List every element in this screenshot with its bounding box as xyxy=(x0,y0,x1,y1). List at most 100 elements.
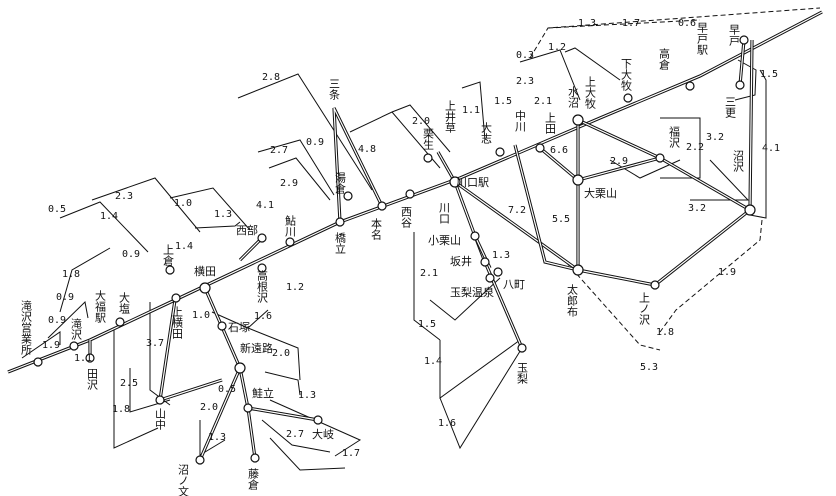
distance-label: 2.8 xyxy=(262,72,280,83)
station-shinkyoro: 新遠路 xyxy=(240,341,273,355)
distance-label: 1.7 xyxy=(342,448,360,459)
station-kaminosawa: 上ノ沢 xyxy=(638,292,651,326)
distance-label: 1.8 xyxy=(62,269,80,280)
distance-label: 2.7 xyxy=(286,429,304,440)
station-shimoohashi: 下大牧 xyxy=(620,58,633,92)
station-oomata: 大岐 xyxy=(312,427,334,441)
distance-label: 2.0 xyxy=(272,348,290,359)
distance-label: 2.1 xyxy=(420,268,438,279)
distance-label: 1.0 xyxy=(192,310,210,321)
distance-label: 2.0 xyxy=(412,116,430,127)
bus-routes xyxy=(88,39,754,461)
distance-label: 7.2 xyxy=(508,205,526,216)
station-ohshi: 大志 xyxy=(480,121,493,144)
distance-label: 0.9 xyxy=(56,292,74,303)
distance-label: 2.5 xyxy=(120,378,138,389)
distance-label: 3.7 xyxy=(146,338,164,349)
distance-label: 1.8 xyxy=(656,327,674,338)
station-kawaguchi2: 川口 xyxy=(438,202,451,224)
station-sanjo: 三条 xyxy=(328,78,341,100)
station-denden: 田沢 xyxy=(86,368,99,391)
station-hashidate: 橋立 xyxy=(334,231,347,254)
station-labels: 滝沢営業所 滝沢 田沢 大福駅 大塩 上倉 横田 上横田 山中 石塚 新遠路 鮭… xyxy=(20,22,745,496)
distance-label: 1.3 xyxy=(492,250,510,261)
distance-label: 0.9 xyxy=(122,249,140,260)
distance-label: 1.5 xyxy=(418,319,436,330)
distance-label: 1.9 xyxy=(718,267,736,278)
station-mizunuma: 水沼 xyxy=(567,86,580,109)
station-ohkuriyama: 大栗山 xyxy=(584,186,617,200)
station-nakagawa: 中川 xyxy=(514,110,527,132)
distance-label: 1.2 xyxy=(548,42,566,53)
distance-label: 2.2 xyxy=(686,142,704,153)
distance-label: 1.8 xyxy=(112,404,130,415)
station-nodes xyxy=(33,35,756,465)
railway-line xyxy=(7,10,823,374)
distance-label: 1.3 xyxy=(578,18,596,29)
distance-label: 4.1 xyxy=(256,200,274,211)
distance-brackets xyxy=(21,7,821,471)
distance-label: 6.6 xyxy=(550,145,568,156)
distance-labels: 1.9 0.9 0.9 1.1 1.8 0.5 1.4 2.3 0.9 1.4 … xyxy=(42,18,780,459)
station-kawaguchi: 川口駅 xyxy=(456,176,489,189)
station-kamiohashi: 上大牧 xyxy=(584,76,597,110)
distance-label: 5.3 xyxy=(640,362,658,373)
distance-label: 0.5 xyxy=(48,204,66,215)
station-yokota: 横田 xyxy=(194,264,216,278)
distance-label: 2.3 xyxy=(115,191,133,202)
distance-label: 2.9 xyxy=(280,178,298,189)
distance-label: 1.4 xyxy=(100,211,118,222)
distance-label: 2.0 xyxy=(200,402,218,413)
distance-label: 0.9 xyxy=(48,315,66,326)
station-honmyo: 本名 xyxy=(370,217,383,240)
distance-label: 0.9 xyxy=(306,137,324,148)
distance-label: 1.3 xyxy=(298,390,316,401)
distance-label: 1.4 xyxy=(175,241,193,252)
distance-label: 5.5 xyxy=(552,214,570,225)
station-nishibe: 西部 xyxy=(236,223,258,237)
distance-label: 1.2 xyxy=(286,282,304,293)
station-ohshio: 大塩 xyxy=(118,291,131,314)
distance-label: 1.9 xyxy=(42,340,60,351)
distance-label: 3.2 xyxy=(688,203,706,214)
distance-label: 4.8 xyxy=(358,144,376,155)
distance-label: 1.3 xyxy=(208,432,226,443)
station-kamikura: 上倉 xyxy=(162,244,175,267)
station-ishizuka: 石塚 xyxy=(228,321,250,334)
station-tamanashi: 玉梨 xyxy=(516,362,529,385)
station-numanobun: 沼ノ文 xyxy=(177,463,190,496)
station-kurisho: 栗生 xyxy=(422,128,435,150)
distance-label: 0.6 xyxy=(678,18,696,29)
station-yamachi: 八町 xyxy=(503,278,525,291)
distance-label: 1.6 xyxy=(438,418,456,429)
distance-label: 2.9 xyxy=(610,156,628,167)
station-ohfuku: 大福駅 xyxy=(94,289,107,324)
station-oguriyama: 小栗山 xyxy=(428,234,461,247)
station-nishiya: 西谷 xyxy=(400,206,413,229)
distance-label: 1.0 xyxy=(174,198,192,209)
distance-label: 2.1 xyxy=(534,96,552,107)
distance-label: 2.3 xyxy=(516,76,534,87)
station-kamiyokota: 上横田 xyxy=(171,306,184,339)
distance-label: 1.4 xyxy=(424,356,442,367)
distance-label: 0.3 xyxy=(516,50,534,61)
station-fujikura: 藤倉 xyxy=(247,468,260,491)
distance-label: 0.5 xyxy=(218,384,236,395)
station-tamanashionsen: 玉梨温泉 xyxy=(450,285,494,299)
distance-label: 3.2 xyxy=(706,132,724,143)
distance-label: 1.6 xyxy=(254,311,272,322)
distance-label: 1.5 xyxy=(760,69,778,80)
station-nagare: 鮎川 xyxy=(284,214,297,237)
station-hayato_eki: 早戸駅 xyxy=(696,22,709,56)
distance-label: 1.3 xyxy=(214,209,232,220)
distance-label: 1.1 xyxy=(74,353,92,364)
station-sakedachi: 鮭立 xyxy=(252,386,274,400)
distance-label: 2.7 xyxy=(270,145,288,156)
station-takizawa: 滝沢 xyxy=(70,318,83,341)
distance-label: 1.5 xyxy=(494,96,512,107)
distance-label: 1.1 xyxy=(462,105,480,116)
station-sakai: 坂井 xyxy=(450,254,472,268)
distance-label: 4.1 xyxy=(762,143,780,154)
station-hayato: 早戸 xyxy=(728,24,741,47)
